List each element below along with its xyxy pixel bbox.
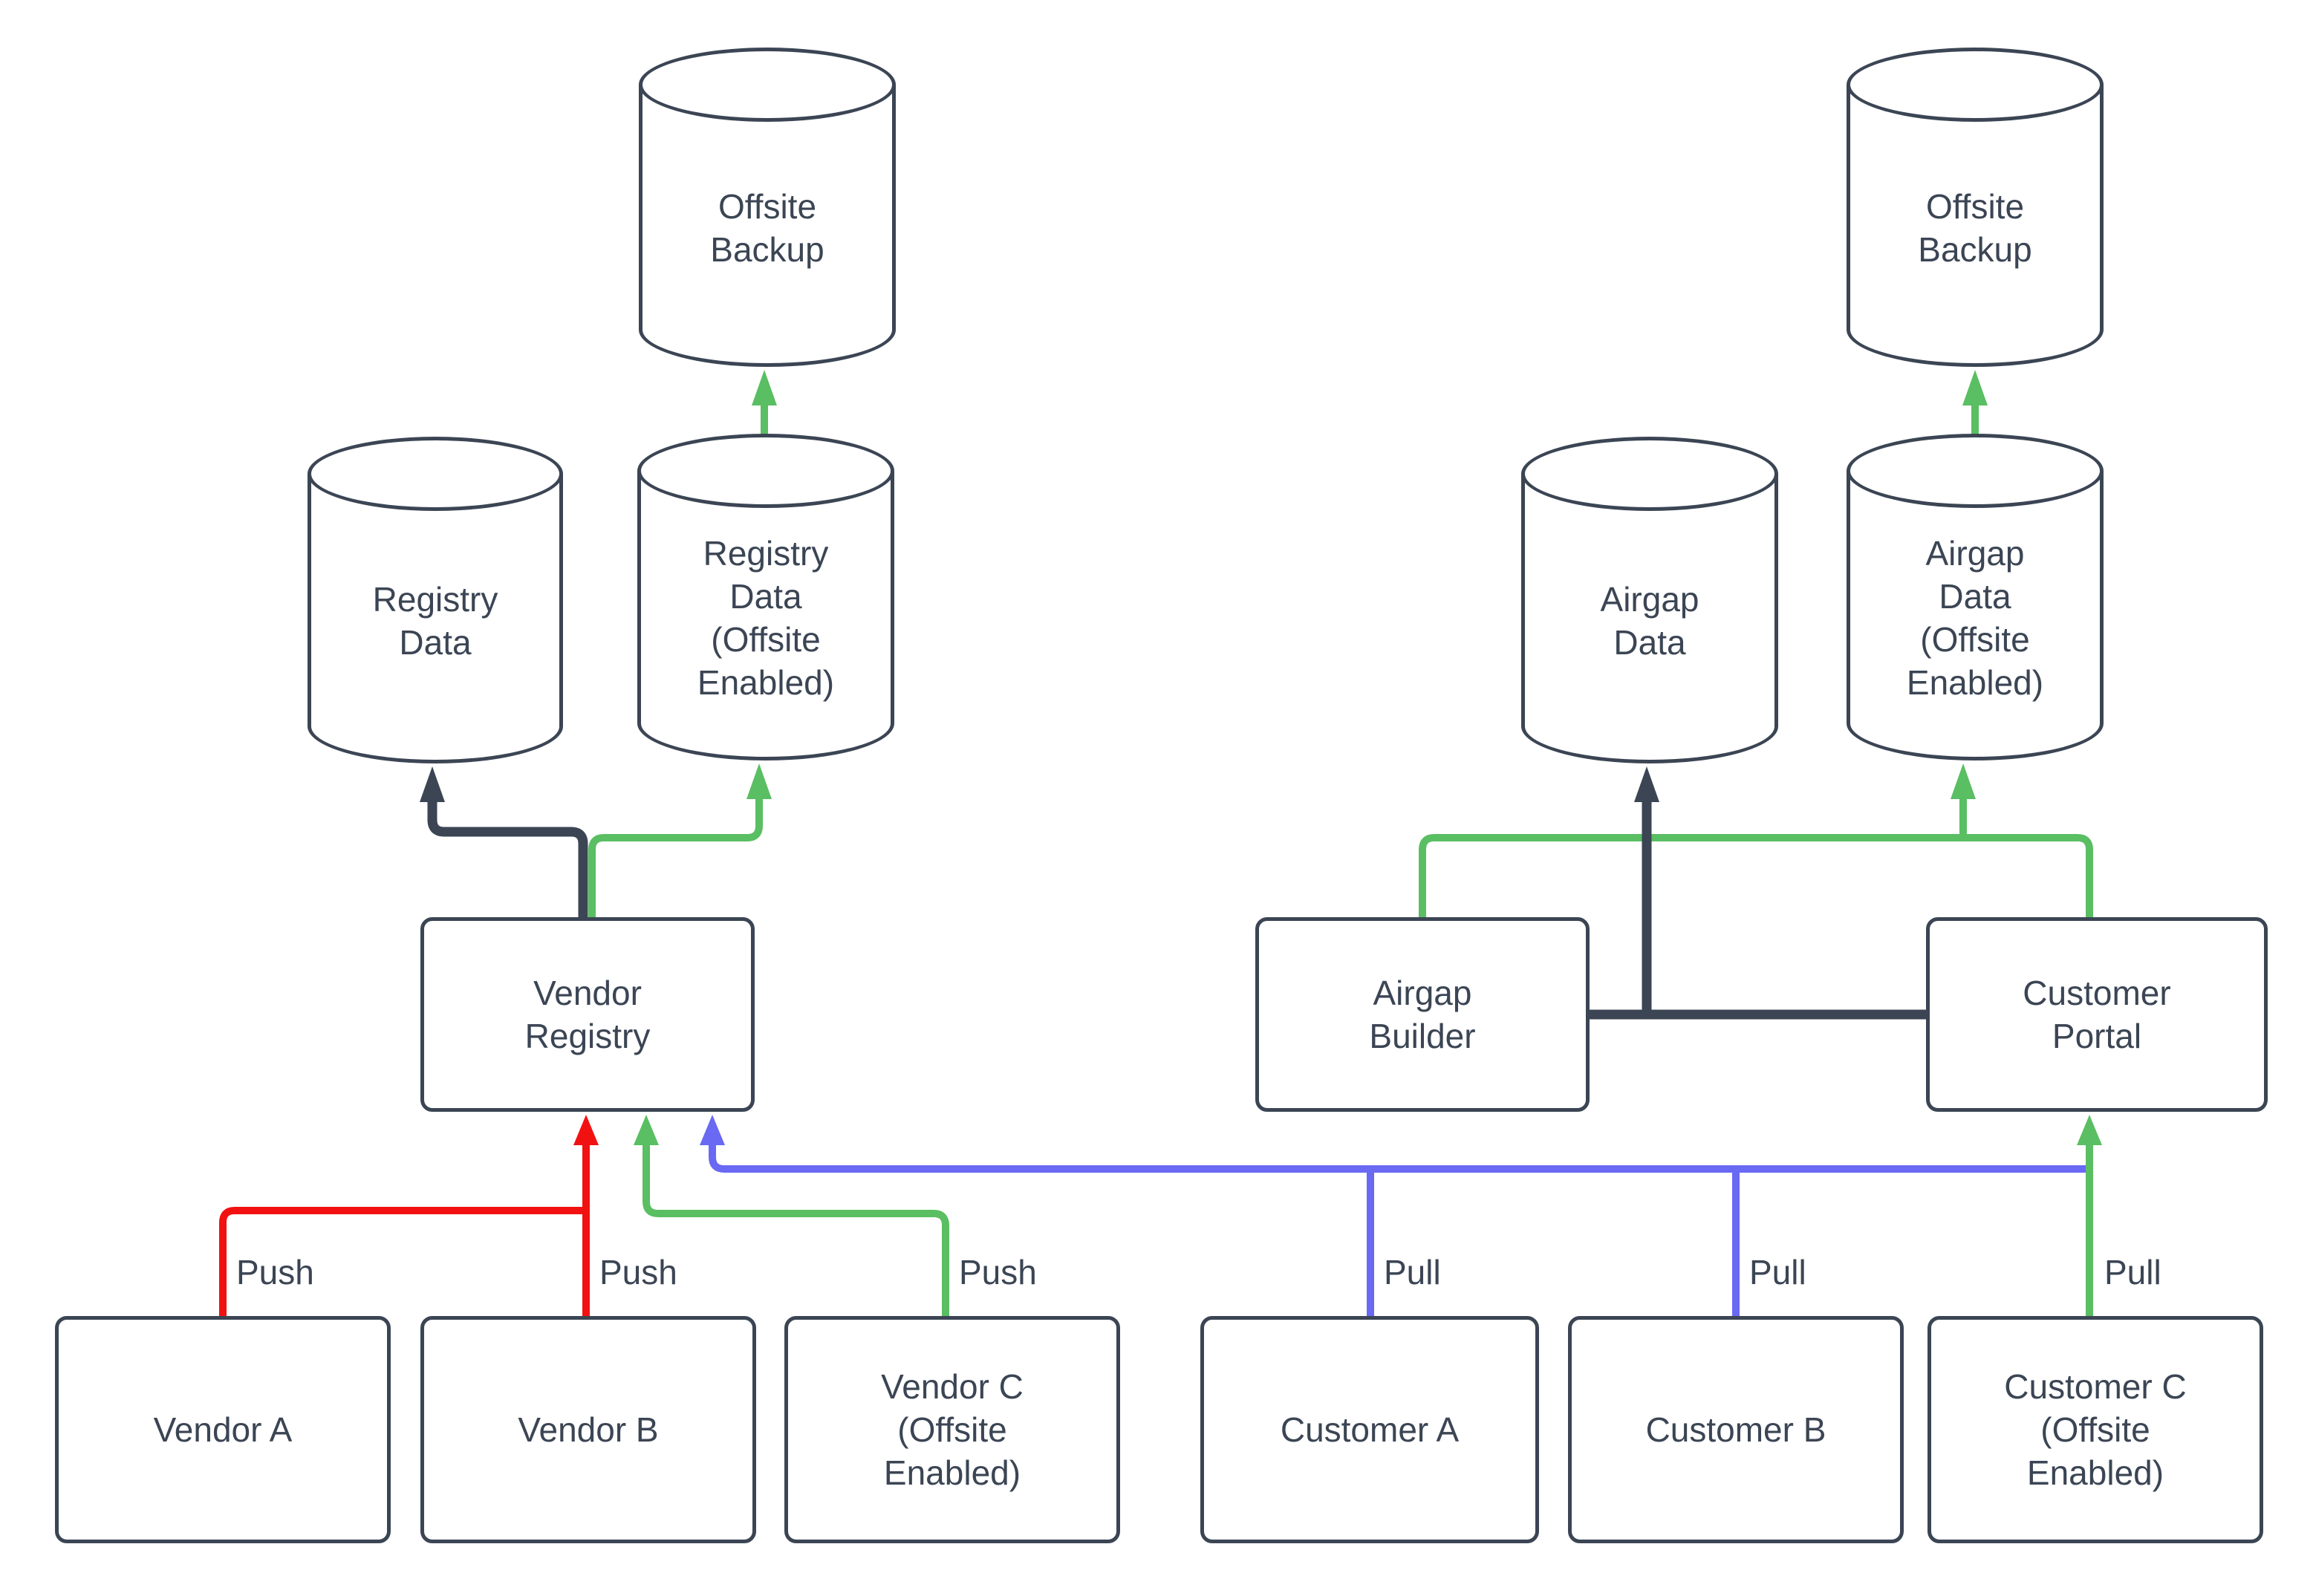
arrowhead-up xyxy=(746,763,772,799)
node-label: Customer A xyxy=(1280,1410,1460,1449)
arrowhead-up xyxy=(1962,370,1988,405)
node-label: Customer C (Offsite Enabled) xyxy=(2004,1367,2187,1492)
arrowhead-up xyxy=(752,370,777,405)
node-label: Airgap Data xyxy=(1600,580,1699,662)
edge-label-push-vendor-b: Push xyxy=(599,1253,677,1292)
node-customer-portal: Customer Portal xyxy=(1926,917,2268,1112)
edge-green-net-airgap-offsite xyxy=(1419,763,2093,921)
edge-dark-net-airgap-data xyxy=(1584,766,1931,1020)
node-customer-a: Customer A xyxy=(1200,1316,1539,1543)
node-vendor-registry: Vendor Registry xyxy=(420,917,755,1112)
arrowhead-up xyxy=(1634,766,1659,802)
node-airgap-data: Airgap Data xyxy=(1521,437,1778,763)
node-customer-c: Customer C (Offsite Enabled) xyxy=(1928,1316,2263,1543)
node-label: Offsite Backup xyxy=(1918,187,2032,269)
arrowhead-up xyxy=(2077,1115,2102,1145)
node-label: Airgap Builder xyxy=(1369,974,1476,1055)
edge-airgap-data-offsite-to-offsite-backup xyxy=(1962,370,1988,437)
edge-customer-c-pull xyxy=(2077,1115,2102,1320)
cylinder-top-ellipse xyxy=(1521,437,1778,511)
cylinder-top-ellipse xyxy=(1847,434,2104,508)
node-label: Registry Data (Offsite Enabled) xyxy=(697,534,835,702)
cylinder-top-ellipse xyxy=(308,437,563,511)
edge-label-push-vendor-a: Push xyxy=(236,1253,314,1292)
cylinder-body xyxy=(308,474,563,763)
node-offsite-backup-right: Offsite Backup xyxy=(1847,48,2104,367)
edge-registry-data-offsite-to-offsite-backup xyxy=(752,370,777,437)
node-label: Offsite Backup xyxy=(710,187,824,269)
cylinder-top-ellipse xyxy=(637,434,894,508)
node-label: Customer Portal xyxy=(2023,974,2171,1055)
node-label: Vendor B xyxy=(518,1410,659,1449)
edge-vendor-a-b-push xyxy=(219,1115,599,1320)
edge-label-pull-customer-b: Pull xyxy=(1749,1253,1806,1292)
node-label: Customer B xyxy=(1645,1410,1826,1449)
edge-label-push-vendor-c: Push xyxy=(959,1253,1037,1292)
arrowhead-up xyxy=(1951,763,1976,799)
node-offsite-backup-left: Offsite Backup xyxy=(639,48,896,367)
edge-vendor-registry-to-registry-data-offsite xyxy=(588,763,772,922)
node-label: Registry Data xyxy=(372,580,498,662)
arrowhead-up xyxy=(420,766,445,802)
cylinder-body xyxy=(637,471,894,760)
cylinder-top-ellipse xyxy=(1847,48,2104,122)
node-label: Vendor Registry xyxy=(524,974,651,1055)
node-label: Vendor C (Offsite Enabled) xyxy=(881,1367,1024,1492)
node-airgap-data-offsite: Airgap Data (Offsite Enabled) xyxy=(1847,434,2104,760)
node-vendor-b: Vendor B xyxy=(420,1316,756,1543)
arrowhead-up xyxy=(634,1115,659,1145)
edge-label-pull-customer-a: Pull xyxy=(1384,1253,1441,1292)
arrowhead-up xyxy=(573,1115,599,1145)
cylinder-body xyxy=(639,85,896,367)
edge-label-pull-customer-c: Pull xyxy=(2104,1253,2161,1292)
cylinder-top-ellipse xyxy=(639,48,896,122)
node-registry-data: Registry Data xyxy=(308,437,563,763)
edge-vendor-registry-to-registry-data xyxy=(420,766,588,924)
node-label: Vendor A xyxy=(153,1410,293,1449)
node-registry-data-offsite: Registry Data (Offsite Enabled) xyxy=(637,434,894,760)
arrowhead-up xyxy=(700,1115,725,1145)
node-label: Airgap Data (Offsite Enabled) xyxy=(1906,534,2044,702)
edge-customer-a-b-pull xyxy=(700,1115,2089,1320)
cylinder-body xyxy=(1521,474,1778,763)
node-airgap-builder: Airgap Builder xyxy=(1255,917,1590,1112)
node-customer-b: Customer B xyxy=(1568,1316,1904,1543)
node-vendor-c: Vendor C (Offsite Enabled) xyxy=(784,1316,1120,1543)
cylinder-body xyxy=(1847,85,2104,367)
edge-vendor-c-push xyxy=(634,1115,949,1320)
cylinder-body xyxy=(1847,471,2104,760)
node-vendor-a: Vendor A xyxy=(55,1316,391,1543)
